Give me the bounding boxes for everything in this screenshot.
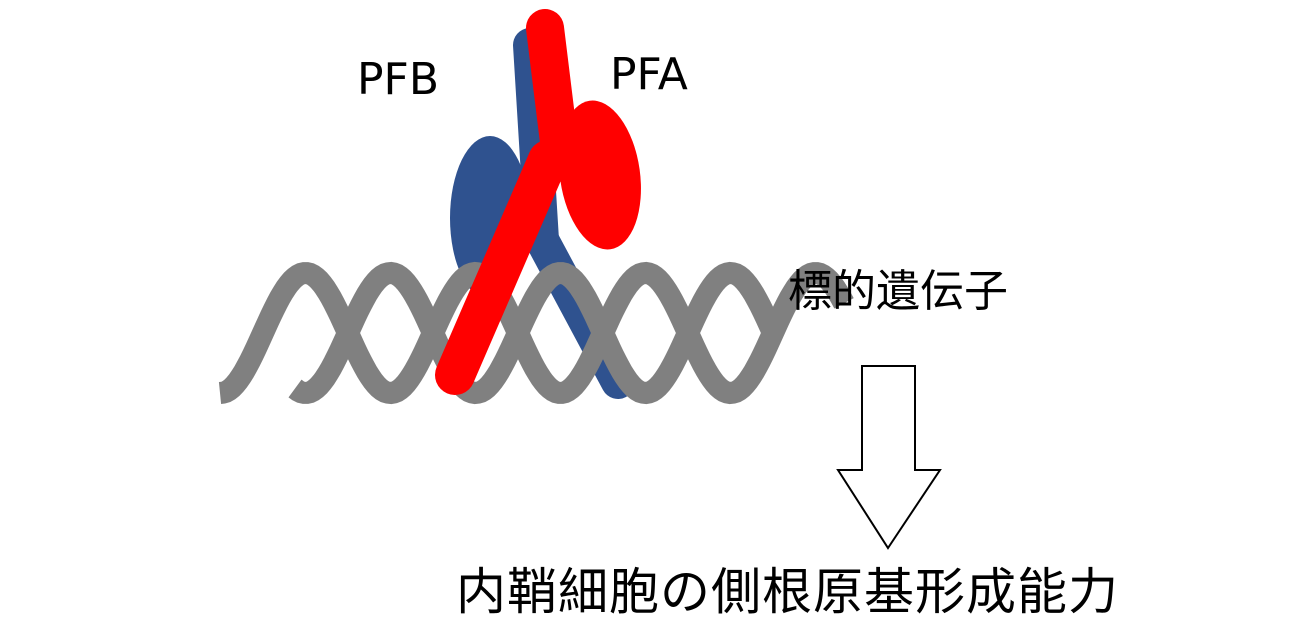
dna-strand-b: [288, 261, 786, 405]
down-arrow: [836, 365, 942, 550]
dna-strand-a: [218, 261, 854, 405]
pfa-label: PFA: [610, 49, 688, 100]
pfa-protein: [435, 9, 641, 395]
result-label: 内鞘細胞の側根原基形成能力: [456, 563, 1119, 621]
target-gene-label: 標的遺伝子: [788, 266, 1008, 317]
dna-double-helix: [218, 261, 854, 405]
pfb-label: PFB: [357, 54, 440, 105]
